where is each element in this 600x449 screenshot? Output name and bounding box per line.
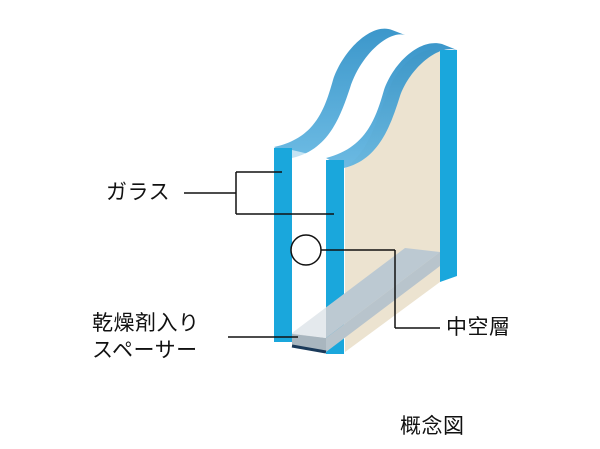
spacer-bar-front [326,252,440,352]
air-layer-label: 中空層 [446,315,511,339]
front-pane-wave [274,28,405,158]
spacer-base-line [291,344,327,354]
glass-leader [184,171,334,215]
back-pane-edge [440,50,457,282]
back-pane-wave [326,43,457,169]
spacer-bar-top [292,248,440,338]
glass-label: ガラス [106,180,171,204]
air-layer-marker [290,234,322,266]
front-pane-face [274,148,292,342]
spacer-label-line1: 乾燥剤入り [92,311,200,335]
diagram-caption: 概念図 [400,414,465,438]
air-layer-leader [321,249,440,329]
spacer-label-line2: スペーサー [92,338,198,362]
